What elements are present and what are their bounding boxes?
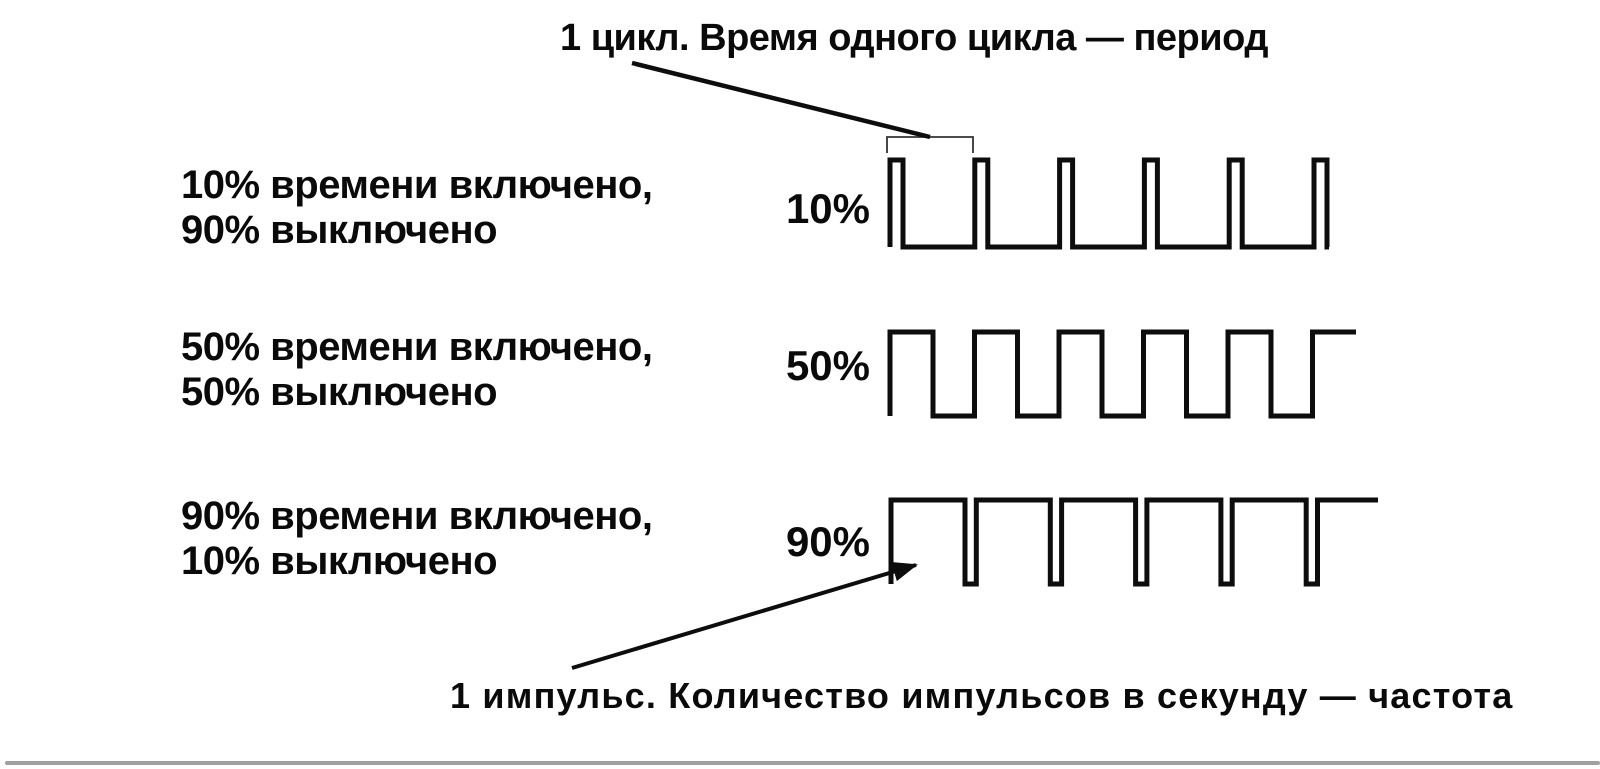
duty-description-10-line1: 10% времени включено, bbox=[181, 163, 653, 207]
duty-description-50-line1: 50% времени включено, bbox=[181, 325, 653, 369]
duty-description-50: 50% времени включено, 50% выключено bbox=[181, 325, 653, 415]
waveform-duty-50 bbox=[887, 329, 1356, 419]
duty-label-10: 10% bbox=[785, 185, 870, 232]
duty-description-10-line2: 90% выключено bbox=[181, 208, 498, 252]
waveform-duty-10 bbox=[887, 157, 1330, 250]
waveform-duty-90 bbox=[888, 497, 1378, 587]
bottom-divider bbox=[5, 761, 1600, 765]
duty-description-90-line2: 10% выключено bbox=[181, 539, 498, 583]
duty-label-90: 90% bbox=[785, 518, 870, 565]
duty-description-10: 10% времени включено, 90% выключено bbox=[181, 163, 653, 253]
duty-label-50: 50% bbox=[785, 342, 870, 389]
pulse-arrow-line bbox=[571, 562, 918, 670]
duty-description-90: 90% времени включено, 10% выключено bbox=[181, 494, 653, 584]
period-title: 1 цикл. Время одного цикла — период bbox=[560, 17, 1268, 59]
duty-description-90-line1: 90% времени включено, bbox=[181, 494, 653, 538]
period-pointer-line bbox=[631, 60, 931, 140]
duty-description-50-line2: 50% выключено bbox=[181, 370, 498, 414]
frequency-caption: 1 импульс. Количество импульсов в секунд… bbox=[450, 675, 1514, 716]
one-cycle-bracket bbox=[886, 136, 974, 153]
